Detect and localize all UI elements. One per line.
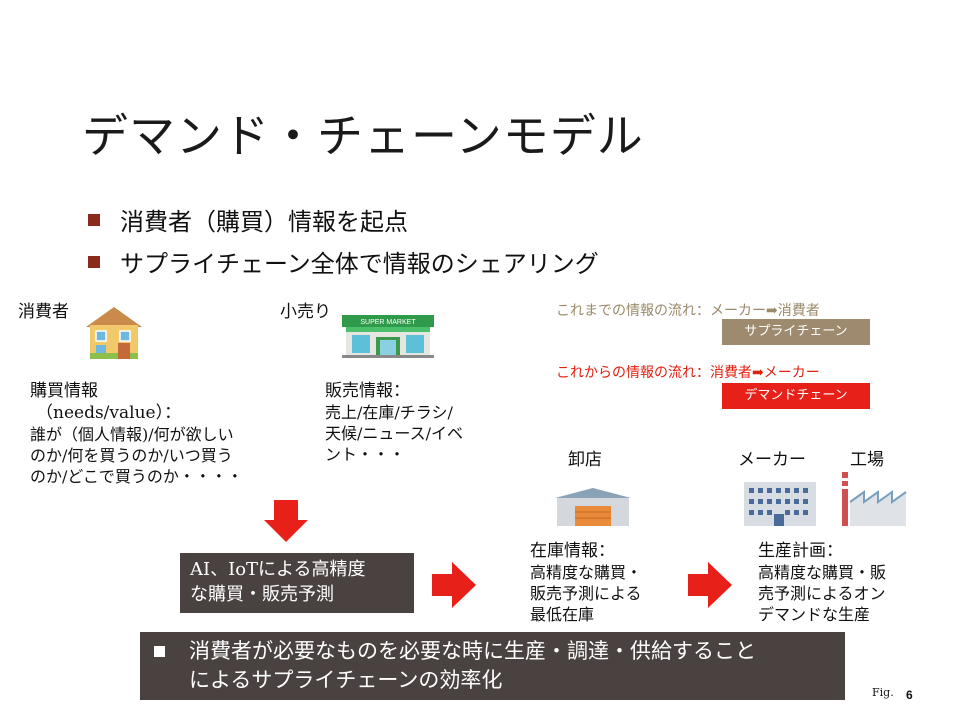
ai-prediction-box: AI、IoTによる高精度 な購買・販売予測 — [180, 553, 414, 613]
supermarket-icon: SUPER MARKET — [342, 315, 434, 358]
demand-chain-tag: デマンドチェーン — [722, 383, 870, 409]
factory-icon — [842, 472, 907, 526]
consumer-label: 消費者 — [18, 302, 69, 322]
maker-label: メーカー — [738, 450, 806, 470]
retail-info: 販売情報： 売上/在庫/チラシ/ 天候/ニュース/イベ ント・・・ — [325, 381, 463, 464]
bullet-square-icon — [154, 646, 165, 657]
arrow-right-icon — [688, 562, 732, 608]
supermarket-sign: SUPER MARKET — [360, 319, 416, 326]
old-flow-label: これまでの情報の流れ：メーカー➡消費者 — [556, 303, 820, 319]
arrow-right-icon: ➡ — [766, 303, 778, 319]
bullet-square-icon — [88, 213, 100, 226]
bullet-text: 消費者（購買）情報を起点 — [120, 208, 408, 236]
bullet-item: 消費者（購買）情報を起点 — [88, 202, 408, 237]
wholesale-info: 在庫情報： 高精度な購買・ 販売予測による 最低在庫 — [530, 541, 643, 624]
new-flow-label: これからの情報の流れ：消費者➡メーカー — [556, 365, 820, 381]
wholesale-label: 卸店 — [568, 450, 602, 470]
maker-info: 生産計画： 高精度な購買・販 売予測によるオン デマンドな生産 — [758, 541, 887, 624]
supply-chain-tag: サプライチェーン — [722, 319, 870, 345]
bullet-square-icon — [88, 255, 100, 268]
page-number: 6 — [906, 688, 913, 702]
fig-label: Fig. — [872, 686, 894, 699]
arrow-down-icon — [264, 500, 308, 542]
office-building-icon — [744, 482, 816, 526]
retail-label: 小売り — [280, 302, 331, 322]
bullet-text: サプライチェーン全体で情報のシェアリング — [120, 250, 599, 278]
conclusion-box: 消費者が必要なものを必要な時に生産・調達・供給すること によるサプライチェーンの… — [140, 632, 845, 700]
consumer-info: 購買情報 （needs/value）： 誰が（個人情報)/何が欲しい のか/何を… — [30, 381, 243, 486]
arrow-right-icon: ➡ — [752, 365, 764, 381]
slide-title: デマンド・チェーンモデル — [82, 109, 644, 163]
bullet-item: サプライチェーン全体で情報のシェアリング — [88, 244, 599, 279]
factory-label: 工場 — [850, 450, 884, 470]
house-icon — [86, 307, 142, 359]
warehouse-icon — [555, 488, 631, 526]
arrow-right-icon — [432, 562, 476, 608]
